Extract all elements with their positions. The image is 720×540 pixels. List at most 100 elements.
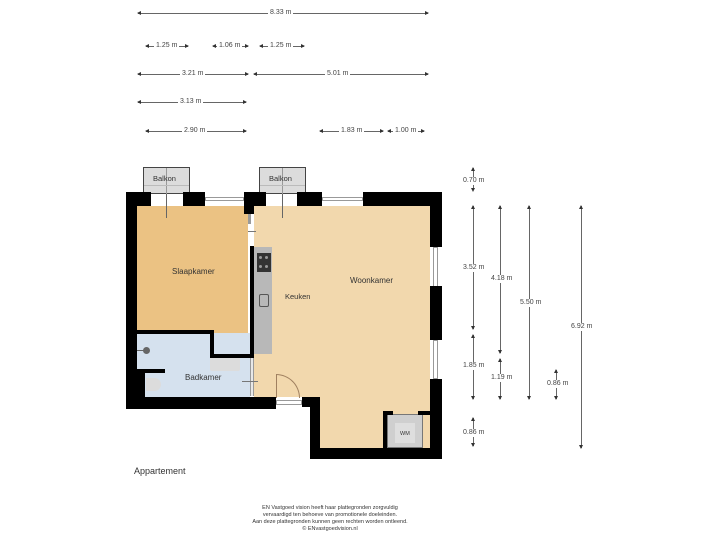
dim-label: 1.00 m xyxy=(393,127,419,135)
door-marker xyxy=(242,381,258,382)
arrow-left-icon xyxy=(145,44,149,48)
wall-bath-partition xyxy=(137,369,165,373)
dim-label: 4.18 m xyxy=(489,275,515,283)
arrow-left-icon xyxy=(319,129,323,133)
dim-label: 3.21 m xyxy=(180,70,206,78)
wall-top-pier xyxy=(297,192,322,206)
wall-right-upper xyxy=(430,192,442,247)
arrow-right-icon xyxy=(425,11,429,15)
balcony-left: Balkon xyxy=(143,167,190,194)
arrow-up-icon xyxy=(498,205,502,209)
bathroom-sink-icon xyxy=(210,357,240,371)
door-marker xyxy=(248,231,256,232)
wall-bath-top xyxy=(137,330,213,334)
window-top-1 xyxy=(205,197,244,201)
wm-closet: WM xyxy=(387,414,423,448)
arrow-down-icon xyxy=(527,396,531,400)
wall-top-pier xyxy=(244,192,266,206)
kitchen-counter xyxy=(254,247,272,354)
disclaimer-line-1: EN Vastgoed vision heeft haar plattegron… xyxy=(262,505,398,511)
balcony-centerline xyxy=(282,194,283,218)
dim-label: 1.25 m xyxy=(154,42,180,50)
stove-icon xyxy=(257,253,271,272)
wall-right-lower xyxy=(430,379,442,458)
arrow-up-icon xyxy=(471,417,475,421)
arrow-left-icon xyxy=(387,129,391,133)
balcony-divider xyxy=(166,168,167,194)
arrow-left-icon xyxy=(137,72,141,76)
wall-bottom-left xyxy=(126,397,276,409)
wall-pier-lower xyxy=(244,206,254,214)
wall-top-pier xyxy=(183,192,205,206)
arrow-down-icon xyxy=(498,350,502,354)
arrow-left-icon xyxy=(137,100,141,104)
arrow-up-icon xyxy=(527,205,531,209)
arrow-down-icon xyxy=(579,445,583,449)
arrow-down-icon xyxy=(471,396,475,400)
arrow-down-icon xyxy=(471,443,475,447)
wall-bath-top-right xyxy=(210,354,254,358)
wall-top-left-pier xyxy=(126,192,151,206)
arrow-right-icon xyxy=(245,44,249,48)
room-label-slaapkamer: Slaapkamer xyxy=(172,267,215,276)
toilet-icon xyxy=(146,378,161,391)
wall-top-right xyxy=(363,192,442,206)
plan-title: Appartement xyxy=(134,466,186,476)
dim-label: 5.50 m xyxy=(518,299,544,307)
wall-bath-step xyxy=(210,330,214,357)
arrow-down-icon xyxy=(471,326,475,330)
room-woonkamer xyxy=(254,206,430,397)
room-label-wm: WM xyxy=(400,431,410,437)
arrow-up-icon xyxy=(471,205,475,209)
disclaimer-line-3: Aan deze plattegronden kunnen geen recht… xyxy=(252,519,408,525)
balcony-right: Balkon xyxy=(259,167,306,194)
arrow-up-icon xyxy=(471,167,475,171)
wall-kitchen-divider xyxy=(250,246,254,356)
arrow-left-icon xyxy=(212,44,216,48)
balcony-divider xyxy=(282,168,283,194)
room-slaapkamer xyxy=(137,206,248,353)
entrance-door-threshold xyxy=(276,400,302,405)
arrow-up-icon xyxy=(554,369,558,373)
window-right-2 xyxy=(433,340,438,379)
window-top-2 xyxy=(322,197,363,201)
balcony-rail xyxy=(144,185,189,186)
wall-left xyxy=(126,192,137,409)
wall-toilet-niche xyxy=(137,369,145,399)
wall-right-mid xyxy=(430,286,442,340)
window-right-1 xyxy=(433,247,438,287)
arrow-left-icon xyxy=(145,129,149,133)
dim-label: 5.01 m xyxy=(325,70,351,78)
bathroom-door[interactable] xyxy=(250,358,254,396)
dim-label-total-width: 8.33 m xyxy=(268,9,294,17)
disclaimer: EN Vastgoed vision heeft haar plattegron… xyxy=(200,505,460,533)
arrow-right-icon xyxy=(243,100,247,104)
dim-label: 1.85 m xyxy=(461,362,487,370)
arrow-right-icon xyxy=(425,72,429,76)
room-label-balkon-right: Balkon xyxy=(269,174,292,183)
arrow-right-icon xyxy=(245,72,249,76)
wall-bottom-left-return xyxy=(310,397,320,459)
wall-wm-left xyxy=(383,411,387,449)
arrow-right-icon xyxy=(243,129,247,133)
sink-icon xyxy=(259,294,269,307)
wall-wm-top-right xyxy=(418,411,430,415)
balcony-centerline xyxy=(166,194,167,218)
arrow-left-icon xyxy=(259,44,263,48)
dim-label: 1.19 m xyxy=(489,374,515,382)
arrow-up-icon xyxy=(579,205,583,209)
washing-machine-icon xyxy=(395,423,415,443)
shower-pipe xyxy=(136,350,144,351)
arrow-down-icon xyxy=(554,396,558,400)
dim-label: 3.13 m xyxy=(178,98,204,106)
arrow-left-icon xyxy=(253,72,257,76)
arrow-left-icon xyxy=(137,11,141,15)
dim-label: 0.70 m xyxy=(461,177,487,185)
shower-icon xyxy=(143,347,150,354)
wall-interior-thin xyxy=(248,214,251,224)
dim-label: 3.52 m xyxy=(461,264,487,272)
balcony-rail xyxy=(260,185,305,186)
wall-door-jamb xyxy=(302,397,320,407)
disclaimer-line-4: © ENvastgoedvision.nl xyxy=(302,526,358,532)
dim-label: 0.86 m xyxy=(461,429,487,437)
